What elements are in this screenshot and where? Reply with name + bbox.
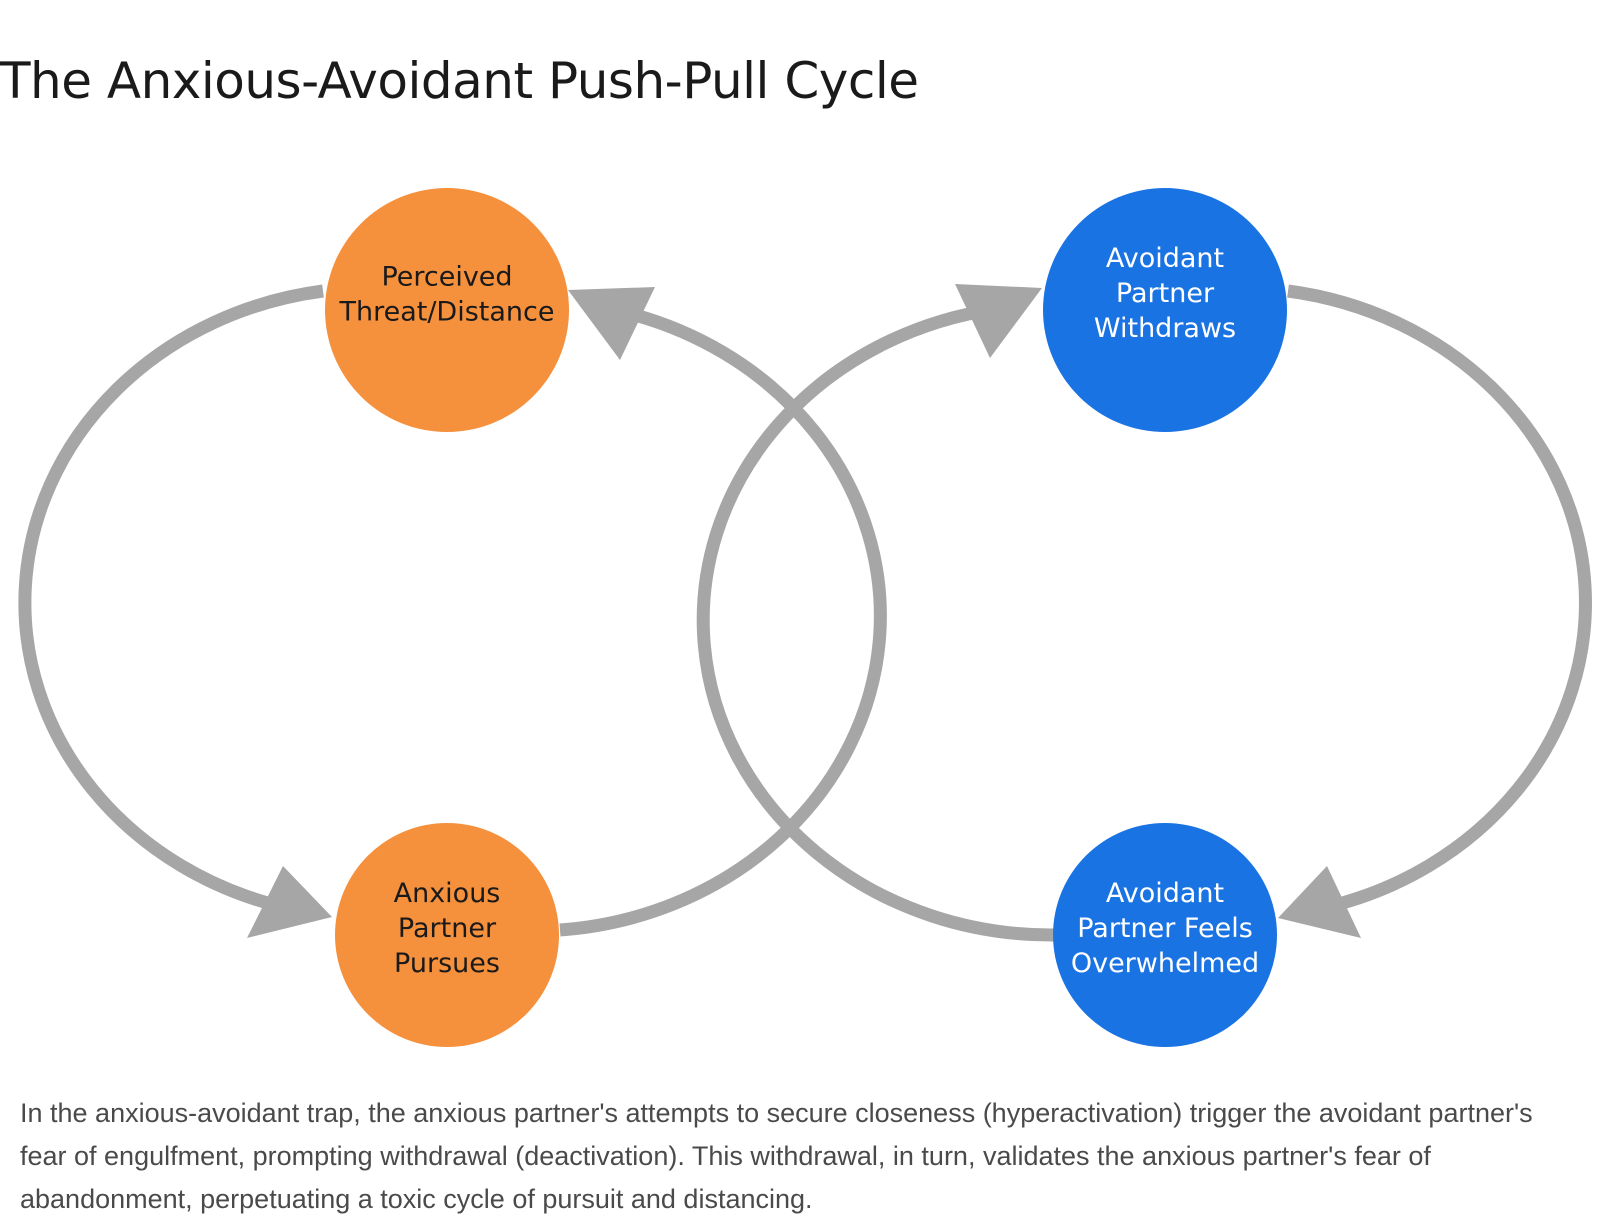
node-avoidant-withdraws-circle	[1043, 188, 1287, 432]
left-loop-arc-outer	[18, 284, 324, 915]
right-loop-arc-inner	[696, 302, 1055, 942]
arrowhead-to-perceived-threat	[568, 287, 655, 360]
node-label-line: Perceived	[381, 262, 512, 293]
node-label-line: Avoidant	[1106, 878, 1224, 909]
right-loop-arc-outer	[1287, 284, 1592, 915]
node-anxious-pursues-circle	[335, 823, 559, 1047]
node-label-line: Partner	[1116, 278, 1215, 309]
node-label-line: Avoidant	[1106, 243, 1224, 274]
node-label-line: Overwhelmed	[1071, 948, 1259, 979]
node-label-line: Partner	[398, 913, 497, 944]
node-label-line: Threat/Distance	[338, 297, 554, 328]
left-loop-arc-inner	[559, 303, 887, 937]
node-label-line: Pursues	[394, 948, 500, 979]
node-label-line: Withdraws	[1094, 313, 1236, 344]
page-title: The Anxious-Avoidant Push-Pull Cycle	[0, 52, 919, 110]
arrowhead-to-avoidant-overwhelmed	[1278, 866, 1361, 938]
node-perceived-threat-circle	[325, 188, 569, 432]
node-label-line: Anxious	[394, 878, 501, 909]
arrowhead-to-avoidant-withdraws	[955, 284, 1042, 358]
node-avoidant-overwhelmed-circle	[1053, 823, 1277, 1047]
arrowhead-to-anxious-pursues	[247, 866, 332, 938]
diagram-caption: In the anxious-avoidant trap, the anxiou…	[20, 1098, 1533, 1214]
node-label-line: Partner Feels	[1077, 913, 1253, 944]
